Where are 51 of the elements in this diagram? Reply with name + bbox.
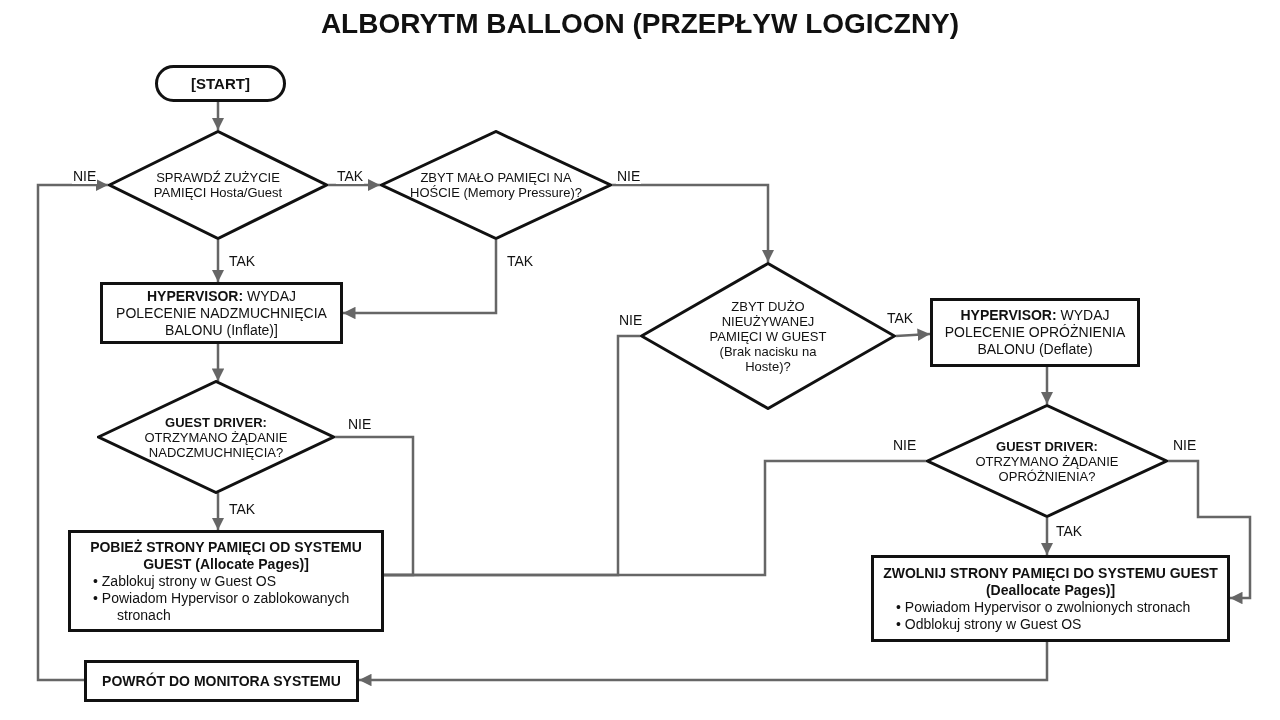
decision-diamond (97, 380, 335, 494)
connector-arrow (1168, 459, 1252, 605)
connector-arrow (211, 493, 225, 530)
connector-arrow (211, 240, 225, 282)
edge-label: TAK (228, 501, 257, 517)
start-terminal (155, 65, 286, 102)
bullet-item: • Odblokuj strony w Guest OS (896, 615, 1083, 633)
box-text: HYPERVISOR: WYDAJ POLECENIE NADZMUCHNIĘCIA BALONU (Inflate)] (115, 287, 328, 339)
decision-text: ZBYT DUŻO NIEUŻYWANEJ PAMIĘCI W GUEST (Brak nacisku na Hoste)? (708, 298, 828, 374)
connector-arrow (211, 102, 225, 130)
connector-arrow (1040, 367, 1054, 404)
bullet-item: • Powiadom Hypervisor o zablokowanych stronach (93, 589, 351, 624)
edge-label: NIE (347, 416, 373, 432)
bullet-item: • Zablokuj strony w Guest OS (93, 572, 278, 590)
bullet-item: • Powiadom Hypervisor o zwolnionych stronach (896, 598, 1192, 616)
connector-arrow (328, 178, 380, 192)
connector-arrow (211, 344, 225, 381)
box-heading: ZWOLNIJ STRONY PAMIĘCI DO SYSTEMU GUEST (Deallocate Pages)] (882, 564, 1219, 599)
edge-label: TAK (886, 310, 915, 326)
connector-arrow (359, 642, 1049, 687)
decision-diamond (926, 404, 1168, 518)
edge-label: TAK (1055, 523, 1084, 539)
edge-label: NIE (72, 168, 98, 184)
diagram-title: ALBORYTM BALLOON (PRZEPŁYW LOGICZNY) (319, 8, 961, 40)
connector-arrow (36, 178, 108, 682)
edge-label: NIE (892, 437, 918, 453)
process-box (68, 530, 384, 632)
decision-text: GUEST DRIVER: OTRZYMANO ŻĄDANIE NADCZMUCHNIĘCIA? (143, 414, 289, 460)
edge-label: TAK (228, 253, 257, 269)
box-text: [START] (191, 75, 250, 92)
edge-label: TAK (336, 168, 365, 184)
decision-text: GUEST DRIVER: OTRZYMANO ŻĄDANIE OPRÓŻNIENIA? (974, 438, 1120, 484)
decision-diamond (108, 130, 328, 240)
connector-arrow (1040, 518, 1054, 555)
edge-label: NIE (616, 168, 642, 184)
decision-text: ZBYT MAŁO PAMIĘCI NA HOŚCIE (Memory Pressure)? (409, 170, 583, 200)
process-box (100, 282, 343, 344)
box-text: POWRÓT DO MONITORA SYSTEMU (102, 672, 341, 690)
box-heading: POBIEŻ STRONY PAMIĘCI OD SYSTEMU GUEST (Allocate Pages)] (89, 538, 363, 573)
edge-label: TAK (506, 253, 535, 269)
connector-arrow (612, 183, 775, 262)
decision-diamond (380, 130, 612, 240)
process-box (84, 660, 359, 702)
decision-text: SPRAWDŹ ZUŻYCIE PAMIĘCI Hosta/Guest (153, 170, 283, 200)
edge-label: NIE (618, 312, 644, 328)
process-box (930, 298, 1140, 367)
edge-label: NIE (1172, 437, 1198, 453)
box-text: HYPERVISOR: WYDAJ POLECENIE OPRÓŻNIENIA BALONU (Deflate) (943, 307, 1127, 358)
connector-arrow (343, 240, 498, 320)
connector-arrow (895, 328, 931, 341)
process-box (871, 555, 1230, 642)
